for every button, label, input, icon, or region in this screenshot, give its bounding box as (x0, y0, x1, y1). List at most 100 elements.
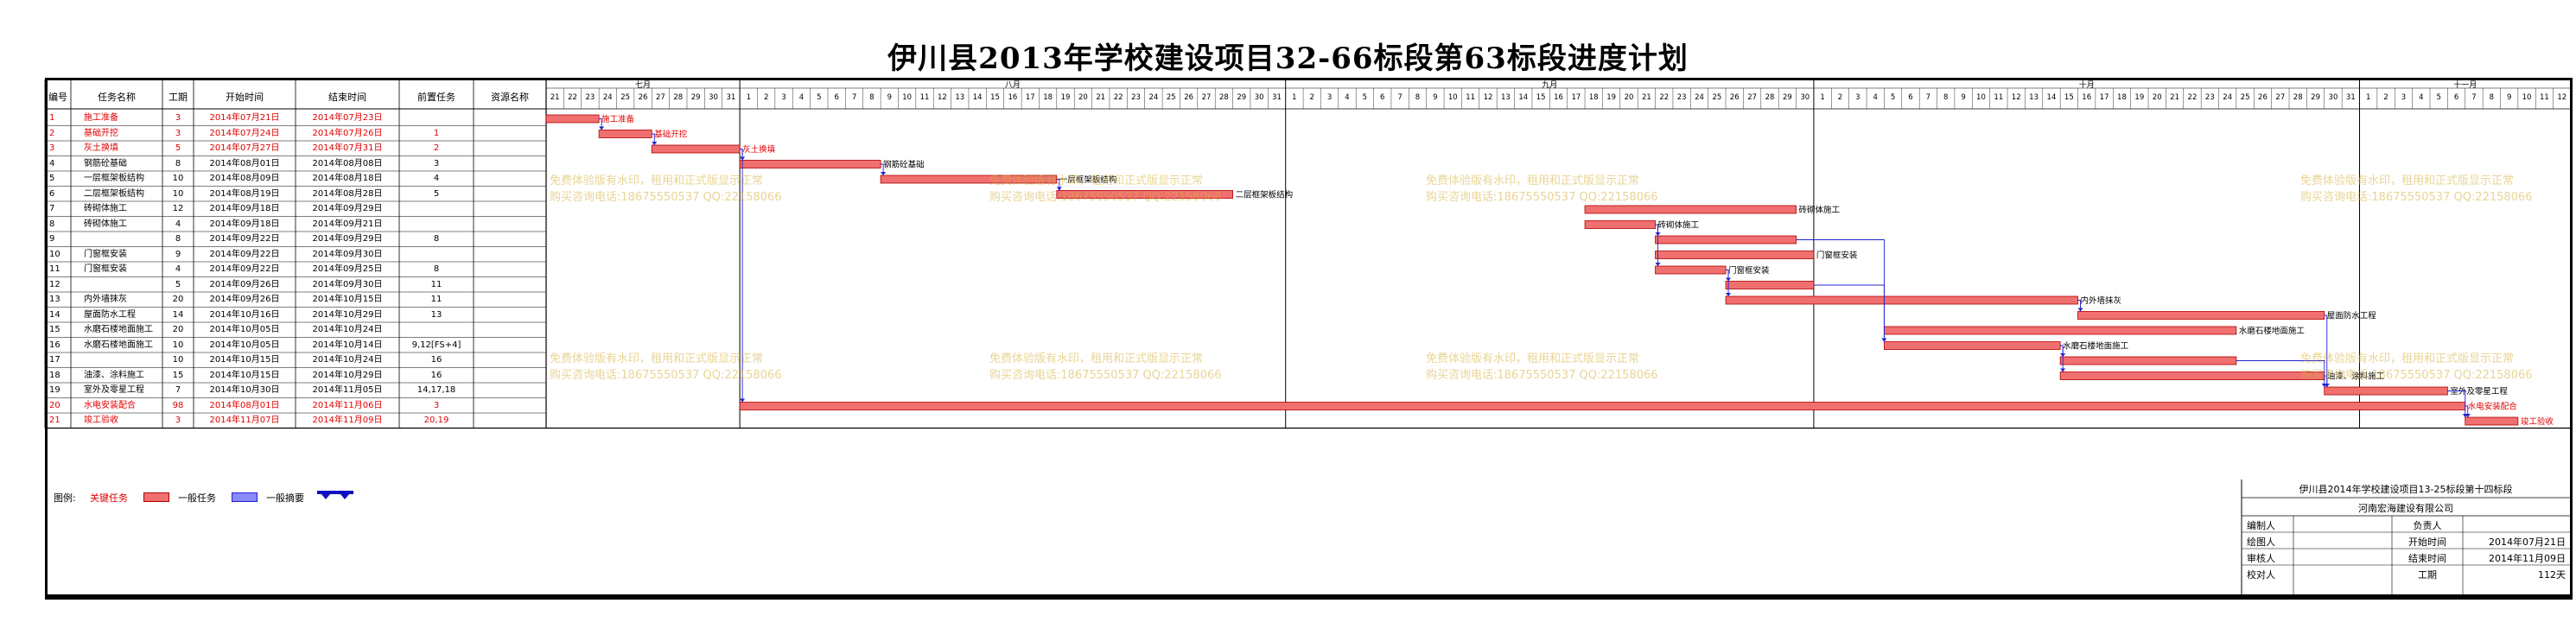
day-label: 29 (691, 93, 701, 102)
task-pred-cell: 5 (433, 188, 440, 199)
task-id-cell: 11 (49, 264, 60, 274)
task-bar[interactable] (1655, 251, 1815, 259)
task-end-cell: 2014年09月21日 (312, 219, 383, 229)
dependency-link (599, 118, 602, 130)
day-label: 12 (2557, 93, 2566, 102)
info-l1: 校对人 (2247, 569, 2275, 581)
task-bar-label: 水电安装配合 (2468, 402, 2518, 412)
task-duration-cell: 12 (172, 204, 184, 213)
day-label: 31 (1272, 93, 1282, 102)
legend-normal-label: 一般任务 (178, 492, 216, 504)
day-label: 28 (2293, 93, 2303, 102)
task-bar[interactable] (2324, 386, 2448, 396)
day-label: 26 (1730, 93, 1740, 102)
day-label: 11 (920, 93, 930, 102)
task-duration-cell: 4 (175, 264, 181, 274)
day-label: 17 (1026, 93, 1035, 102)
day-label: 15 (990, 93, 1000, 102)
legend-title: 图例: (54, 492, 76, 504)
task-bar-label: 水磨石楼地面施工 (2239, 326, 2306, 336)
task-bar[interactable] (1056, 190, 1233, 199)
task-end-cell: 2014年09月30日 (312, 249, 383, 259)
day-label: 31 (727, 93, 736, 102)
dependency-arrow (881, 172, 887, 175)
day-label: 27 (1747, 93, 1757, 102)
day-label: 18 (1043, 93, 1053, 102)
task-id-cell: 16 (49, 340, 60, 350)
task-bar[interactable] (739, 402, 2466, 410)
day-label: 2 (1838, 93, 1842, 102)
day-label: 24 (1695, 93, 1704, 102)
task-bar[interactable] (1655, 235, 1797, 244)
task-id-cell: 2 (49, 128, 55, 138)
day-label: 7 (852, 93, 856, 102)
task-start-cell: 2014年07月24日 (209, 128, 280, 138)
task-bar[interactable] (1655, 265, 1727, 275)
task-pred-cell: 1 (433, 128, 440, 138)
task-id-cell: 13 (49, 295, 60, 304)
info-v2: 2014年07月21日 (2489, 537, 2566, 548)
task-duration-cell: 10 (172, 340, 184, 350)
task-start-cell: 2014年10月15日 (209, 355, 280, 365)
day-label: 12 (2012, 93, 2021, 102)
task-bar[interactable] (2059, 371, 2325, 380)
task-duration-cell: 10 (172, 174, 184, 183)
task-bar[interactable] (2077, 311, 2325, 320)
day-label: 25 (1167, 93, 1176, 102)
task-pred-cell: 9,12[FS+4] (411, 340, 461, 350)
task-bar[interactable] (1884, 326, 2237, 335)
task-duration-cell: 8 (175, 158, 181, 168)
task-pred-cell: 8 (433, 264, 440, 274)
task-duration-cell: 8 (175, 234, 181, 244)
day-label: 2 (2383, 93, 2388, 102)
day-label: 16 (1554, 93, 1563, 102)
day-label: 24 (603, 93, 613, 102)
task-bar[interactable] (1584, 220, 1656, 229)
dependency-link (2236, 360, 2325, 387)
task-bar-label: 屋面防水工程 (2327, 311, 2377, 321)
task-id-cell: 14 (49, 309, 60, 320)
task-name-cell: 水磨石楼地面施工 (84, 325, 153, 334)
task-bar[interactable] (1584, 205, 1797, 214)
day-label: 2 (764, 93, 768, 102)
task-bar[interactable] (2465, 416, 2519, 426)
task-bar-label: 油漆、涂料施工 (2327, 371, 2385, 382)
task-bar[interactable] (739, 160, 881, 168)
task-bar[interactable] (1884, 341, 2061, 350)
task-bar[interactable] (1725, 295, 2078, 305)
dependency-arrow (2462, 414, 2468, 417)
task-end-cell: 2014年11月05日 (312, 385, 383, 395)
task-pred-cell: 20,19 (423, 416, 449, 425)
day-label: 31 (2346, 93, 2356, 102)
watermark-line1: 免费体验版有水印，租用和正式版显示正常 (550, 352, 764, 365)
dependency-link (1655, 224, 1659, 266)
watermark-text: 免费体验版有水印，租用和正式版显示正常购买咨询电话:18675550537 QQ… (1426, 173, 1658, 206)
day-label: 2 (1310, 93, 1314, 102)
task-bar[interactable] (651, 144, 741, 154)
day-label: 23 (586, 93, 595, 102)
day-label: 11 (1466, 93, 1475, 102)
month-label: 八月 (1005, 80, 1021, 90)
task-bar[interactable] (598, 130, 652, 138)
day-label: 24 (2223, 93, 2232, 102)
task-end-cell: 2014年07月31日 (312, 143, 383, 153)
dependency-arrow (599, 126, 605, 130)
day-label: 8 (1943, 93, 1948, 102)
day-label: 10 (1448, 93, 1458, 102)
info-project: 伊川县2014年学校建设项目13-25标段第十四标段 (2299, 484, 2513, 495)
task-id-cell: 3 (49, 143, 55, 153)
task-bar[interactable] (2059, 356, 2237, 365)
task-end-cell: 2014年10月24日 (312, 325, 383, 334)
task-duration-cell: 20 (172, 325, 184, 334)
task-name-cell: 一层框架板结构 (84, 174, 144, 183)
task-bar[interactable] (1725, 281, 1815, 289)
task-bar-label: 内外墙抹灰 (2081, 295, 2122, 306)
task-name-cell: 门窗框安装 (84, 249, 127, 259)
day-label: 30 (709, 93, 718, 102)
task-bar-label: 二层框架板结构 (1236, 190, 1294, 200)
task-bar[interactable] (545, 114, 600, 124)
column-header-name: 任务名称 (98, 92, 136, 103)
task-bar-label: 施工准备 (601, 114, 635, 124)
task-start-cell: 2014年09月22日 (209, 234, 280, 244)
